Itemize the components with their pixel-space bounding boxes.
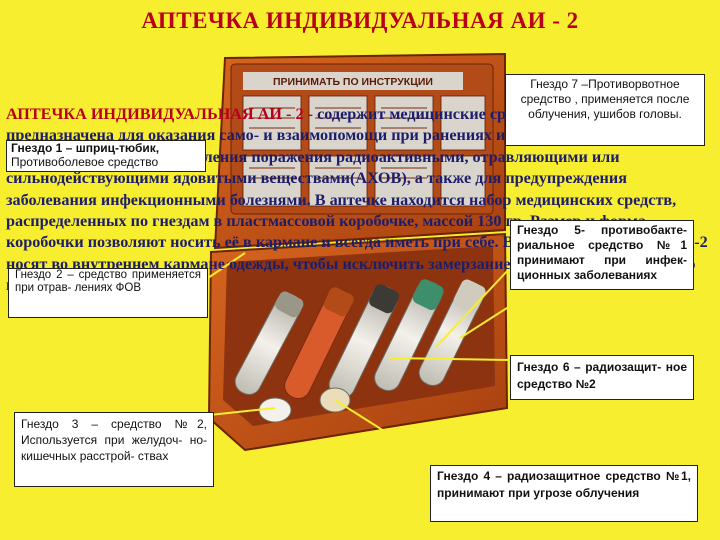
callout-nest-3: Гнездо 3 – средство №2, Используется при… [14, 412, 214, 487]
callout-nest-5-text: Гнездо 5- противобакте- риальное средств… [517, 223, 687, 282]
description-lead: АПТЕЧКА ИНДИВИДУАЛЬНАЯ АИ - 2 - [6, 105, 314, 123]
callout-nest-4: Гнездо 4 – радиозащитное средство №1, пр… [430, 465, 698, 522]
callout-nest-6-text: Гнездо 6 – радиозащит- ное средство №2 [517, 360, 687, 391]
callout-nest-2: Гнездо 2 – средство применяется при отра… [8, 268, 208, 318]
callout-nest-3-text: Гнездо 3 – средство №2, Используется при… [21, 417, 207, 463]
callout-nest-1-text: Противоболевое средство [11, 155, 159, 169]
callout-nest-7-text: Гнездо 7 –Противорвотное средство , прим… [520, 77, 690, 121]
callout-nest-7: Гнездо 7 –Противорвотное средство , прим… [505, 74, 705, 146]
callout-nest-4-text: Гнездо 4 – радиозащитное средство №1, пр… [437, 469, 691, 500]
callout-nest-5: Гнездо 5- противобакте- риальное средств… [510, 220, 694, 290]
callout-nest-2-text: Гнездо 2 – средство применяется при отра… [15, 269, 201, 294]
panel-label: ПРИНИМАТЬ ПО ИНСТРУКЦИИ [273, 76, 433, 88]
callout-nest-1: Гнездо 1 – шприц-тюбик, Противоболевое с… [6, 140, 206, 172]
callout-nest-1-title: Гнездо 1 – шприц-тюбик, [11, 141, 160, 155]
page-title: АПТЕЧКА ИНДИВИДУАЛЬНАЯ АИ - 2 [141, 8, 579, 33]
callout-nest-6: Гнездо 6 – радиозащит- ное средство №2 [510, 355, 694, 400]
first-aid-kit-photo: ПРИНИМАТЬ ПО ИНСТРУКЦИИ [205, 52, 510, 460]
